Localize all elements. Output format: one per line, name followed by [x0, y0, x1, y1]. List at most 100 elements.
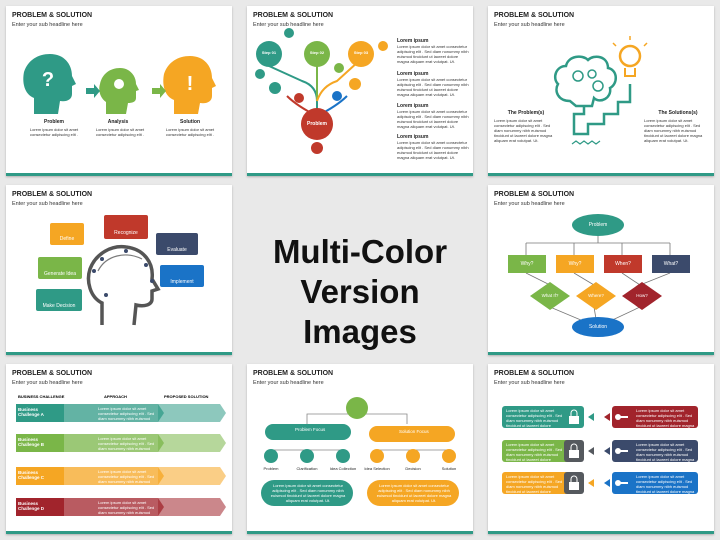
implement-label: Implement [170, 279, 194, 285]
lorem-text: Lorem ipsum dolor sit amet consectetur a… [98, 406, 156, 431]
block-heading: Lorem ipsum [397, 71, 429, 77]
when-label: When? [615, 261, 631, 267]
recognize-label: Recognize [114, 230, 138, 236]
slide-thumb-4[interactable]: PROBLEM & SOLUTION Enter your sub headli… [6, 185, 232, 355]
slide-subtitle: Enter your sub headline here [12, 22, 83, 28]
slide-accent-bar [6, 173, 232, 176]
flow-solution-label: Solution [588, 324, 608, 330]
block-heading: Lorem ipsum [397, 103, 429, 109]
make-decision-label: Make Decision [42, 303, 76, 309]
lorem-text: Lorem ipsum dolor sit amet consectetur a… [98, 436, 156, 461]
slide-title: PROBLEM & SOLUTION [12, 191, 93, 198]
problem-label: Problem [43, 119, 64, 125]
block-body: Lorem ipsum dolor sit amet consectetur a… [397, 140, 469, 160]
lorem-text: Lorem ipsum dolor sit amet consectetur a… [98, 469, 156, 494]
slide-thumb-1[interactable]: PROBLEM & SOLUTION Enter your sub headli… [6, 6, 232, 176]
challenge-d-label: Business Challenge D [18, 501, 45, 511]
slide-subtitle: Enter your sub headline here [253, 380, 324, 386]
lorem-text: Lorem ipsum dolor sit amet consectetur a… [98, 500, 156, 525]
slide-thumb-7[interactable]: PROBLEM & SOLUTION Enter your sub headli… [6, 364, 232, 534]
solution-focus-label: Solution Focus [399, 429, 429, 434]
slide-thumb-6[interactable]: PROBLEM & SOLUTION Enter your sub headli… [488, 185, 714, 355]
challenge-b-label: Business Challenge B [18, 437, 45, 447]
slide-title: PROBLEM & SOLUTION [253, 370, 334, 377]
what-label: What? [663, 261, 679, 267]
lorem-text: Lorem ipsum dolor sit amet consectetur a… [506, 408, 564, 433]
problem-focus-label: Problem Focus [295, 427, 326, 432]
why-1-label: Why? [520, 261, 534, 267]
lorem-text: Lorem ipsum dolor sit amet consectetur a… [494, 118, 553, 143]
problems-label: The Problem(s) [507, 110, 545, 116]
tree-diagram-graphic [255, 28, 388, 154]
step-1-label: Step 01 [261, 50, 277, 55]
stage-idea-collection-label: Idea Collection [329, 466, 357, 471]
slide-thumb-9[interactable]: PROBLEM & SOLUTION Enter your sub headli… [488, 364, 714, 534]
flow-problem-label: Problem [588, 222, 608, 228]
slide-title: PROBLEM & SOLUTION [494, 191, 575, 198]
solution-label: Solution [180, 119, 200, 125]
slide-accent-bar [247, 531, 473, 534]
lorem-text: Lorem ipsum dolor sit amet consectetur a… [165, 127, 215, 137]
why-2-label: Why? [568, 261, 582, 267]
header-approach: APPROACH [104, 394, 127, 399]
lock-key-graphic [502, 406, 698, 494]
slide-title: PROBLEM & SOLUTION [494, 370, 575, 377]
lorem-text: Lorem ipsum dolor sit amet consectetur a… [95, 127, 145, 137]
generate-idea-label: Generate Idea [44, 271, 76, 277]
what-if-label: What If? [541, 293, 559, 298]
slide-accent-bar [488, 531, 714, 534]
slide-accent-bar [247, 173, 473, 176]
block-heading: Lorem ipsum [397, 134, 429, 140]
evaluate-label: Evaluate [167, 247, 187, 253]
challenge-a-label: Business Challenge A [18, 407, 44, 417]
slide-title: PROBLEM & SOLUTION [12, 12, 93, 19]
text-block-1: Lorem ipsum Lorem ipsum dolor sit amet c… [397, 38, 469, 64]
slide-thumb-8[interactable]: PROBLEM & SOLUTION Enter your sub headli… [247, 364, 473, 534]
head-silhouettes-graphic: ? ! [23, 54, 216, 114]
lorem-text: Lorem ipsum dolor sit amet consectetur a… [270, 483, 346, 503]
head-process-graphic [36, 215, 204, 326]
solutions-label: The Solutions(s) [658, 110, 698, 116]
slide-title: PROBLEM & SOLUTION [494, 12, 575, 19]
slide-accent-bar [6, 531, 232, 534]
lorem-text: Lorem ipsum dolor sit amet consectetur a… [506, 474, 564, 499]
slide-title: PROBLEM & SOLUTION [12, 370, 93, 377]
slide-thumb-2[interactable]: PROBLEM & SOLUTION Enter your sub headli… [247, 6, 473, 176]
stage-solution-label: Solution [441, 466, 457, 471]
svg-text:!: ! [187, 73, 194, 95]
block-body: Lorem ipsum dolor sit amet consectetur a… [397, 109, 469, 129]
lorem-text: Lorem ipsum dolor sit amet consectetur a… [636, 474, 695, 499]
challenge-c-label: Business Challenge C [18, 470, 45, 480]
how-label: How? [636, 293, 648, 298]
lorem-text: Lorem ipsum dolor sit amet consectetur a… [644, 118, 703, 143]
stage-problem-label: Problem [263, 466, 279, 471]
define-label: Define [59, 236, 75, 242]
text-block-4: Lorem ipsum Lorem ipsum dolor sit amet c… [397, 134, 469, 160]
lorem-text: Lorem ipsum dolor sit amet consectetur a… [376, 483, 452, 503]
problem-node-label: Problem [306, 121, 327, 127]
slide-subtitle: Enter your sub headline here [494, 380, 565, 386]
text-block-2: Lorem ipsum Lorem ipsum dolor sit amet c… [397, 71, 469, 97]
step-3-label: Step 03 [353, 50, 369, 55]
lorem-text: Lorem ipsum dolor sit amet consectetur a… [506, 442, 564, 467]
lorem-text: Lorem ipsum dolor sit amet consectetur a… [29, 127, 79, 137]
block-heading: Lorem ipsum [397, 38, 429, 44]
block-body: Lorem ipsum dolor sit amet consectetur a… [397, 44, 469, 64]
block-body: Lorem ipsum dolor sit amet consectetur a… [397, 77, 469, 97]
slide-thumb-3[interactable]: PROBLEM & SOLUTION Enter your sub headli… [488, 6, 714, 176]
header-solution: PROPOSED SOLUTION [164, 394, 209, 399]
slide-subtitle: Enter your sub headline here [494, 22, 565, 28]
slide-title: PROBLEM & SOLUTION [253, 12, 334, 19]
slide-subtitle: Enter your sub headline here [12, 380, 83, 386]
step-2-label: Step 02 [309, 50, 325, 55]
slide-accent-bar [488, 352, 714, 355]
svg-text:?: ? [42, 69, 54, 91]
brain-bulb-graphic [554, 36, 648, 145]
center-title: Multi-Color Version Images [246, 232, 474, 352]
stage-clarification-label: Clarification [296, 466, 318, 471]
flowchart-graphic [508, 214, 690, 337]
header-challenge: BUSINESS CHALLENGE [18, 394, 65, 399]
where-label: Where? [588, 293, 604, 298]
slide-subtitle: Enter your sub headline here [253, 22, 324, 28]
slide-accent-bar [488, 173, 714, 176]
